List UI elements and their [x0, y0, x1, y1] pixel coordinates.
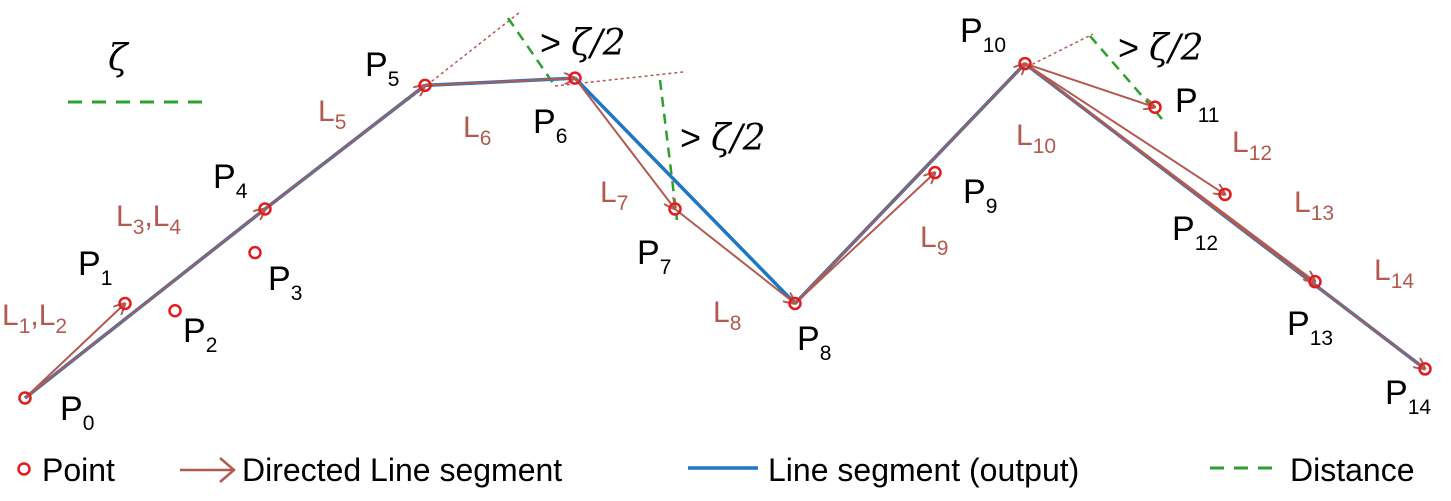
point-p2: [168, 304, 182, 318]
zeta-symbol: ζ: [108, 38, 130, 79]
directed-segment-p7-p8: [674, 208, 795, 304]
directed-segment-p0-p1: [24, 303, 125, 399]
threshold-annotation-p6: > ζ/2: [540, 22, 626, 64]
segment-label-l12: L12: [1232, 126, 1272, 165]
point-p5: [418, 78, 432, 93]
segment-label-l13: L13: [1294, 186, 1334, 225]
threshold-annotation-p11: > ζ/2: [1118, 27, 1204, 69]
distance-p7: [658, 79, 679, 221]
point-p8: [788, 296, 802, 311]
directed-segment-p4-p5: [264, 85, 425, 210]
segment-label-l8: L8: [713, 296, 741, 335]
point-p6: [568, 71, 582, 85]
point-p3: [248, 245, 262, 260]
distance-p6: [506, 17, 557, 87]
segment-label-l9: L9: [920, 221, 948, 260]
point-p1: [118, 296, 132, 311]
point-label-p9: P9: [963, 173, 997, 218]
point-p12: [1218, 187, 1232, 202]
point-p10: [1018, 56, 1032, 71]
legend-label-point: Point: [42, 452, 115, 488]
auxiliary-lines: [407, 11, 1163, 221]
directed-segment-p0-p4: [24, 209, 265, 399]
point-label-p11: P11: [1175, 82, 1220, 127]
legend-label-directed: Directed Line segment: [242, 452, 562, 488]
directed-segment-p8-p10: [794, 64, 1025, 305]
directed-line-segments: [24, 62, 1425, 399]
point-label-p2: P2: [183, 312, 217, 357]
point-label-p0: P0: [60, 390, 94, 435]
point-p4: [258, 202, 272, 216]
segment-labels: L1,L2 L3,L4 L5 L6 L7 L8 L9 L10 L12 L13 L…: [2, 95, 1414, 338]
points: [18, 56, 1432, 405]
segment-label-l14: L14: [1374, 254, 1414, 293]
legend-label-output: Line segment (output): [768, 452, 1079, 488]
point-label-p6: P6: [533, 103, 567, 148]
segment-label-l3-l4: L3,L4: [116, 200, 181, 239]
point-p0: [18, 391, 32, 405]
point-label-p3: P3: [268, 260, 302, 305]
point-p9: [928, 165, 942, 180]
segment-label-l7: L7: [600, 176, 628, 215]
directed-segment-p5-p6: [424, 78, 575, 87]
directed-segment-p10-p11: [1024, 62, 1155, 108]
directed-segment-p8-p9: [794, 173, 935, 305]
point-label-p10: P10: [960, 12, 1006, 57]
segment-label-l6: L6: [463, 111, 491, 150]
point-label-p5: P5: [365, 46, 399, 91]
point-label-p7: P7: [637, 234, 671, 279]
legend-directed-arrow: [180, 457, 236, 483]
segment-label-l5: L5: [318, 95, 346, 134]
threshold-annotations: > ζ/2 > ζ/2 > ζ/2: [540, 22, 1204, 159]
segment-label-l10: L10: [1016, 119, 1056, 158]
point-p13: [1308, 274, 1322, 289]
legend: Point Directed Line segment Line segment…: [17, 452, 1415, 488]
point-label-p13: P13: [1287, 305, 1333, 350]
point-p11: [1148, 100, 1162, 114]
point-label-p8: P8: [797, 320, 831, 365]
point-label-p4: P4: [213, 158, 248, 203]
output-segment-p6-p8: [573, 76, 797, 305]
directed-segment-p6-p7: [574, 77, 675, 209]
point-label-p12: P12: [1172, 210, 1218, 255]
point-p7: [668, 202, 682, 216]
threshold-annotation-p7: > ζ/2: [680, 117, 766, 159]
point-label-p14: P14: [1385, 374, 1431, 419]
point-label-p1: P1: [78, 245, 112, 290]
segment-label-l1-l2: L1,L2: [2, 299, 67, 338]
extension-l10: [1026, 33, 1094, 68]
directed-segment-p10-p12: [1024, 62, 1225, 195]
point-p14: [1418, 362, 1432, 376]
legend-label-distance: Distance: [1290, 452, 1415, 488]
zeta-reference: ζ: [68, 38, 206, 104]
directed-segment-p10-p14: [1024, 62, 1425, 369]
legend-point-marker: [17, 462, 31, 476]
point-labels: P0 P1 P2 P3 P4 P5 P6 P7 P8 P9 P10 P11 P1…: [60, 12, 1431, 435]
